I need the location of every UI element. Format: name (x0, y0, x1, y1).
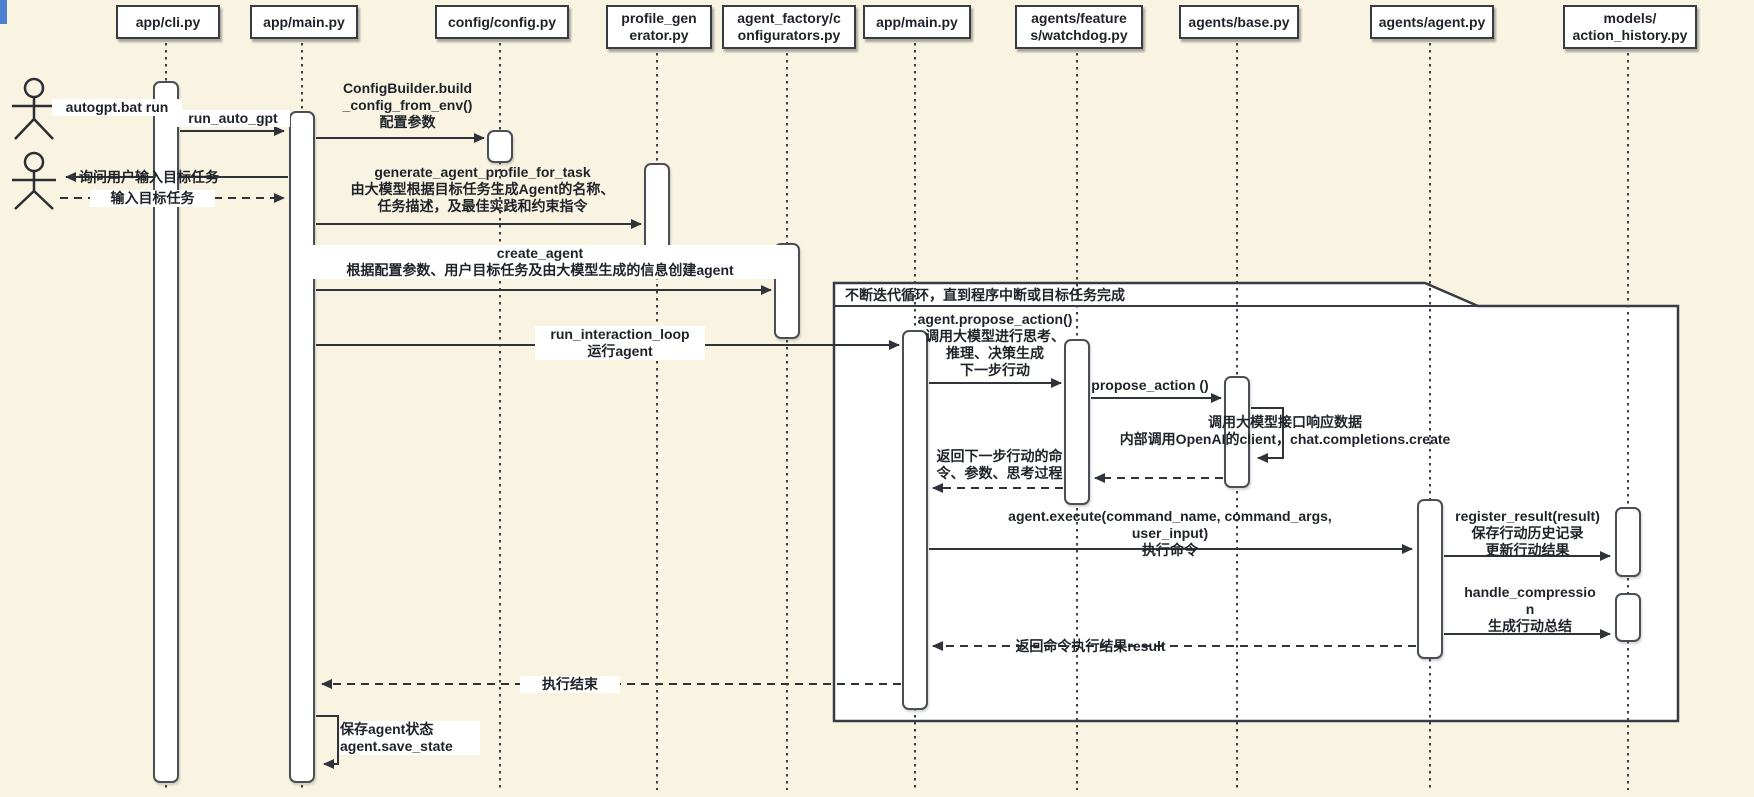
message-label-handle-compression: handle_compressio n 生成行动总结 (1464, 584, 1596, 634)
participant-app-cli: app/cli.py (116, 5, 220, 39)
arrow-save-state-self (316, 715, 339, 769)
activation-agents-base (1224, 376, 1250, 488)
actor-user-1 (12, 77, 56, 140)
loop-frame-label: 不断迭代循环，直到程序中断或目标任务完成 (845, 287, 1125, 303)
activation-profile-generator (644, 163, 670, 258)
actor-user-2 (12, 151, 56, 210)
message-label-llm-call: 调用大模型接口响应数据 内部调用OpenAI的client，chat.compl… (1119, 414, 1451, 447)
message-label-save-state: 保存agent状态 agent.save_state (340, 721, 480, 755)
participant-label: agent_factory/c onfigurators.py (737, 10, 841, 43)
message-label-execution-end: 执行结束 (520, 676, 620, 693)
participant-agent-factory: agent_factory/c onfigurators.py (722, 5, 856, 49)
participant-agents-watchdog: agents/feature s/watchdog.py (1015, 5, 1143, 49)
participant-agents-agent: agents/agent.py (1370, 5, 1494, 39)
participant-label: app/main.py (263, 13, 345, 30)
activation-action-history-1 (1615, 507, 1641, 577)
message-label-register-result: register_result(result) 保存行动历史记录 更新行动结果 (1455, 508, 1600, 558)
message-label-propose-action-main: agent.propose_action() 调用大模型进行思考、 推理、决策生… (917, 311, 1073, 378)
participant-label: agents/base.py (1188, 13, 1290, 30)
message-label-run-interaction-loop: run_interaction_loop 运行agent (535, 326, 705, 360)
participant-profile-generator: profile_gen erator.py (606, 5, 712, 49)
participant-label: config/config.py (447, 13, 557, 30)
activation-app-main-1 (289, 111, 315, 783)
participant-label: models/ action_history.py (1572, 10, 1688, 43)
message-label-run-auto-gpt: run_auto_gpt (176, 110, 290, 127)
participant-agents-base: agents/base.py (1179, 5, 1299, 39)
participant-label: app/main.py (876, 13, 958, 30)
participant-app-main-1: app/main.py (250, 5, 358, 39)
message-label-agent-execute: agent.execute(command_name, command_args… (1008, 508, 1332, 558)
activation-app-main-2 (902, 330, 928, 710)
activation-agents-agent (1417, 499, 1443, 659)
message-label-return-next-action: 返回下一步行动的命 令、参数、思考过程 (936, 448, 1063, 481)
message-label-generate-profile: generate_agent_profile_for_task 由大模型根据目标… (350, 164, 615, 214)
message-label-autogpt-run: autogpt.bat run (52, 99, 182, 116)
activation-app-cli (153, 81, 179, 783)
activation-action-history-2 (1615, 593, 1641, 642)
loop-frame (832, 281, 1680, 723)
screen-edge-artifact (0, 0, 7, 24)
activation-agents-watchdog (1064, 339, 1090, 505)
participant-config-config: config/config.py (435, 5, 569, 39)
participant-label: agents/agent.py (1378, 13, 1486, 30)
message-label-create-agent: create_agent 根据配置参数、用户目标任务及由大模型生成的信息创建ag… (300, 245, 780, 279)
arrow-llm-self-call (1251, 407, 1284, 463)
message-label-input-goal: 输入目标任务 (90, 190, 215, 207)
participant-label: app/cli.py (135, 13, 201, 30)
message-label-propose-action: propose_action () (1091, 377, 1209, 393)
activation-config (487, 130, 513, 163)
participant-label: agents/feature s/watchdog.py (1030, 10, 1128, 43)
participant-label: profile_gen erator.py (621, 10, 697, 43)
participant-models-action-history: models/ action_history.py (1563, 5, 1697, 49)
participant-app-main-2: app/main.py (863, 5, 971, 39)
message-label-return-result: 返回命令执行结果result (1015, 638, 1166, 654)
message-label-build-config: ConfigBuilder.build _config_from_env() 配… (342, 80, 473, 130)
message-label-ask-goal: 询问用户输入目标任务 (79, 169, 219, 185)
